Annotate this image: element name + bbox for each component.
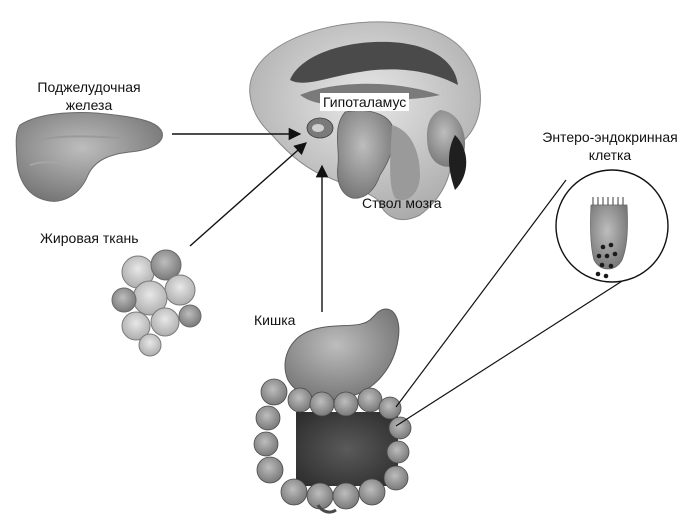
- label-enteroendocrine: Энтеро-эндокринная клетка: [530, 128, 690, 164]
- label-gut: Кишка: [254, 311, 295, 329]
- magnifier-line-bottom: [396, 276, 630, 426]
- label-enteroendocrine-line1: Энтеро-эндокринная: [530, 128, 690, 146]
- label-brainstem: Ствол мозга: [362, 194, 442, 212]
- label-pancreas-line1: Поджелудочная: [24, 78, 154, 96]
- label-enteroendocrine-line2: клетка: [530, 146, 690, 164]
- label-hypothalamus: Гипоталамус: [320, 93, 409, 111]
- pancreas-illustration: [16, 112, 162, 201]
- label-pancreas: Поджелудочная железа: [24, 78, 154, 114]
- gut-illustration: [254, 309, 411, 512]
- adipose-illustration: [112, 250, 201, 356]
- label-adipose: Жировая ткань: [40, 229, 139, 247]
- brain-illustration: [250, 22, 481, 220]
- label-pancreas-line2: железа: [24, 96, 154, 114]
- arrow-adipose-to-hypothalamus: [190, 143, 306, 246]
